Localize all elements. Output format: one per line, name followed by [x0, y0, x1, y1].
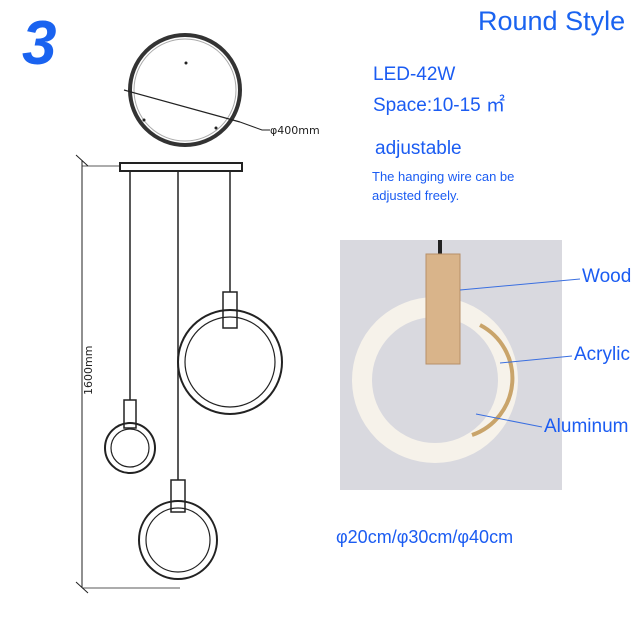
feature-title: adjustable: [375, 138, 462, 159]
label-aluminum: Aluminum: [544, 416, 629, 437]
variant-number: 3: [22, 9, 57, 78]
medium-ring: [138, 500, 218, 580]
diameter-label: φ400mm: [270, 124, 320, 137]
product-photo: [340, 240, 562, 490]
size-options: φ20cm/φ30cm/φ40cm: [336, 527, 514, 547]
feature-description: The hanging wire can be adjusted freely.: [372, 169, 515, 203]
canopy: [119, 162, 243, 172]
label-wood: Wood: [582, 266, 632, 287]
height-label: 1600mm: [82, 346, 95, 395]
label-acrylic: Acrylic: [574, 344, 630, 365]
wood-holder: [425, 253, 461, 365]
style-title: Round Style: [478, 6, 626, 36]
large-ring: [177, 309, 283, 415]
power-spec: LED-42W: [373, 64, 456, 85]
small-ring: [104, 422, 156, 474]
canopy-top-view: [128, 33, 242, 147]
space-spec: Space:10-15 ㎡: [373, 95, 506, 116]
